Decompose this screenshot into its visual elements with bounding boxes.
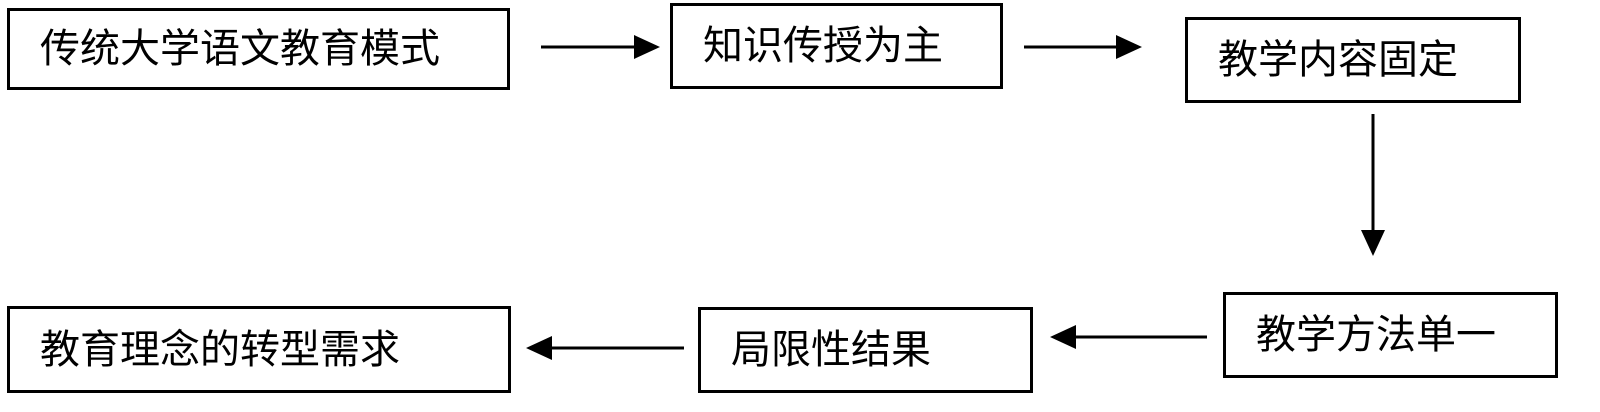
- arrow-n3-to-n4: [1361, 114, 1385, 256]
- node-traditional-chinese-education-model: 传统大学语文教育模式: [7, 8, 510, 90]
- node-label: 教学内容固定: [1218, 37, 1458, 83]
- node-label: 传统大学语文教育模式: [40, 26, 440, 72]
- node-label: 局限性结果: [731, 327, 931, 373]
- arrow-n4-to-n5: [1050, 325, 1207, 349]
- node-fixed-teaching-content: 教学内容固定: [1185, 17, 1521, 103]
- arrow-n2-to-n3: [1024, 35, 1142, 59]
- arrow-n5-to-n6: [526, 336, 684, 360]
- node-transformation-need: 教育理念的转型需求: [7, 306, 511, 393]
- node-label: 教育理念的转型需求: [40, 326, 400, 373]
- node-label: 知识传授为主: [703, 23, 943, 69]
- node-knowledge-transfer-focus: 知识传授为主: [670, 3, 1003, 89]
- node-limitation-result: 局限性结果: [698, 307, 1033, 393]
- node-single-teaching-method: 教学方法单一: [1223, 292, 1558, 378]
- arrow-n1-to-n2: [541, 35, 660, 59]
- node-label: 教学方法单一: [1256, 312, 1496, 358]
